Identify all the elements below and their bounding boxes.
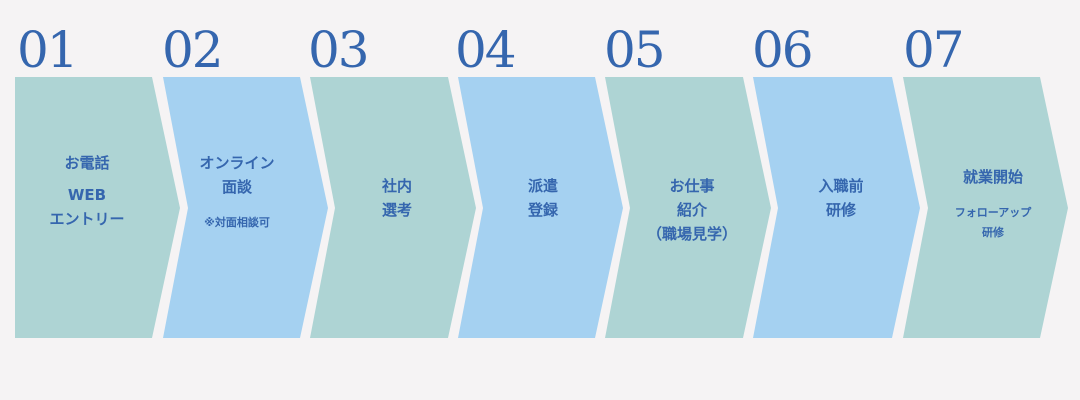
step-arrow-7	[903, 77, 1068, 338]
step-note: フォローアップ	[954, 206, 1032, 219]
step-note: 研修	[982, 226, 1004, 239]
step-number: 03	[308, 21, 370, 79]
step-1-text: お電話 WEB エントリー	[12, 151, 162, 231]
step-6-text: 入職前 研修	[766, 174, 916, 222]
step-number: 06	[752, 21, 814, 79]
step-label: 紹介	[676, 201, 707, 219]
step-4-text: 派遣 登録	[468, 174, 618, 222]
step-label: エントリー	[49, 210, 125, 228]
step-label: 派遣	[527, 177, 558, 195]
step-7-text: 就業開始 フォローアップ 研修	[918, 165, 1068, 243]
step-arrow-2	[163, 77, 328, 338]
step-label: 就業開始	[962, 168, 1023, 186]
step-label: お電話	[64, 154, 110, 172]
step-arrow-5	[605, 77, 771, 338]
step-label: 面談	[221, 178, 252, 196]
step-label: WEB	[67, 186, 107, 204]
step-3-text: 社内 選考	[322, 174, 472, 222]
step-number: 05	[604, 21, 666, 79]
step-arrow-4	[458, 77, 623, 338]
step-arrow-1	[15, 77, 180, 338]
step-label: 社内	[381, 177, 412, 195]
step-note: ※対面相談可	[204, 216, 270, 229]
step-label: 選考	[381, 201, 412, 219]
step-label: 研修	[825, 201, 856, 219]
step-label: 入職前	[818, 177, 864, 195]
step-number: 02	[162, 21, 224, 79]
step-number: 04	[455, 21, 517, 79]
step-number: 01	[17, 21, 79, 79]
step-2-text: オンライン 面談 ※対面相談可	[162, 151, 312, 233]
step-label: 登録	[527, 201, 558, 219]
step-5-text: お仕事 紹介 （職場見学）	[617, 174, 767, 246]
step-arrow-6	[753, 77, 920, 338]
step-label: お仕事	[669, 177, 715, 195]
step-arrow-3	[310, 77, 476, 338]
step-label: オンライン	[199, 154, 275, 172]
step-label: （職場見学）	[646, 225, 737, 243]
step-number: 07	[903, 21, 965, 79]
